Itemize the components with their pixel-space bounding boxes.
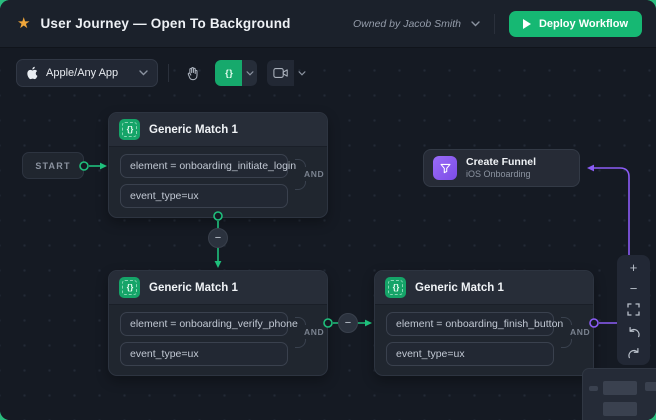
and-operator-label: AND [301, 325, 328, 339]
redo-icon [627, 348, 639, 359]
pan-hand-button[interactable] [179, 60, 205, 86]
condition-field-event-type[interactable]: event_type=ux [120, 184, 288, 208]
and-operator-label: AND [567, 325, 594, 339]
code-mode-button[interactable]: { } [215, 60, 242, 86]
condition-field-element[interactable]: element = onboarding_initiate_login [120, 154, 296, 178]
funnel-node-subtitle: iOS Onboarding [466, 168, 531, 179]
node-generic-match-3[interactable]: { } Generic Match 1 element = onboarding… [374, 270, 594, 376]
node-generic-match-2[interactable]: { } Generic Match 1 element = onboarding… [108, 270, 328, 376]
minimap-node [603, 381, 637, 395]
node-title: Generic Match 1 [415, 281, 504, 294]
app-selector-label: Apple/Any App [46, 67, 119, 79]
workflow-title: User Journey — Open To Background [40, 16, 291, 31]
node-header[interactable]: { } Generic Match 1 [109, 271, 327, 305]
condition-field-element[interactable]: element = onboarding_finish_button [386, 312, 563, 336]
arrowhead-icon [100, 162, 107, 170]
deploy-workflow-button[interactable]: Deploy Workflow [508, 10, 642, 37]
header-divider [493, 13, 495, 34]
node-header[interactable]: { } Generic Match 1 [109, 113, 327, 147]
canvas-toolbar: Apple/Any App { } [16, 59, 309, 87]
owner-label: Owned by Jacob Smith [353, 17, 461, 30]
code-mode-chevron-down-icon[interactable] [242, 60, 257, 86]
recording-control [267, 60, 309, 86]
edge-operator-minus-badge[interactable]: − [338, 313, 358, 333]
node-body: element = onboarding_verify_phone event_… [109, 305, 327, 375]
workflow-canvas[interactable]: Apple/Any App { } [0, 48, 656, 420]
node-body: element = onboarding_finish_button event… [375, 305, 593, 375]
and-operator-label: AND [301, 167, 328, 181]
zoom-panel: + − [617, 255, 650, 365]
funnel-node-title: Create Funnel [466, 155, 537, 168]
undo-button[interactable] [623, 322, 645, 340]
toolbar-divider [168, 64, 169, 82]
app-selector-dropdown[interactable]: Apple/Any App [16, 59, 158, 87]
minimap-node [645, 382, 656, 391]
redo-button[interactable] [623, 344, 645, 362]
condition-field-event-type[interactable]: event_type=ux [120, 342, 288, 366]
code-block-icon: { } [119, 119, 140, 140]
minimap[interactable] [582, 368, 656, 420]
start-node[interactable]: START [22, 152, 84, 179]
condition-field-element[interactable]: element = onboarding_verify_phone [120, 312, 298, 336]
code-mode-control: { } [215, 60, 257, 86]
arrowhead-icon [365, 319, 372, 327]
node-header[interactable]: { } Generic Match 1 [375, 271, 593, 305]
undo-icon [628, 326, 640, 338]
minimap-node [589, 386, 598, 391]
recording-chevron-down-icon[interactable] [294, 60, 309, 86]
zoom-in-button[interactable]: + [623, 258, 645, 276]
owner-chevron-down-icon[interactable] [471, 20, 480, 27]
arrowhead-icon [214, 261, 222, 268]
play-icon [522, 18, 531, 29]
code-block-icon: { } [385, 277, 406, 298]
condition-field-event-type[interactable]: event_type=ux [386, 342, 554, 366]
fit-view-icon [627, 303, 640, 317]
node-generic-match-1[interactable]: { } Generic Match 1 element = onboarding… [108, 112, 328, 218]
node-title: Generic Match 1 [149, 281, 238, 294]
video-camera-icon [272, 68, 288, 78]
header-bar: ★ User Journey — Open To Background Owne… [0, 0, 656, 48]
recording-button[interactable] [267, 60, 294, 86]
apple-icon [27, 66, 38, 80]
favorite-star-icon[interactable]: ★ [17, 15, 31, 32]
arrowhead-icon [587, 164, 594, 172]
zoom-out-button[interactable]: − [623, 280, 645, 298]
code-block-icon: { } [119, 277, 140, 298]
fit-view-button[interactable] [623, 301, 645, 319]
hand-icon [187, 66, 198, 80]
node-title: Generic Match 1 [149, 123, 238, 136]
chevron-down-icon [139, 70, 148, 76]
node-create-funnel[interactable]: Create Funnel iOS Onboarding [423, 149, 580, 187]
funnel-icon [433, 156, 457, 180]
minimap-node [603, 402, 637, 416]
node-body: element = onboarding_initiate_login even… [109, 147, 327, 217]
edge-operator-minus-badge[interactable]: − [208, 228, 228, 248]
